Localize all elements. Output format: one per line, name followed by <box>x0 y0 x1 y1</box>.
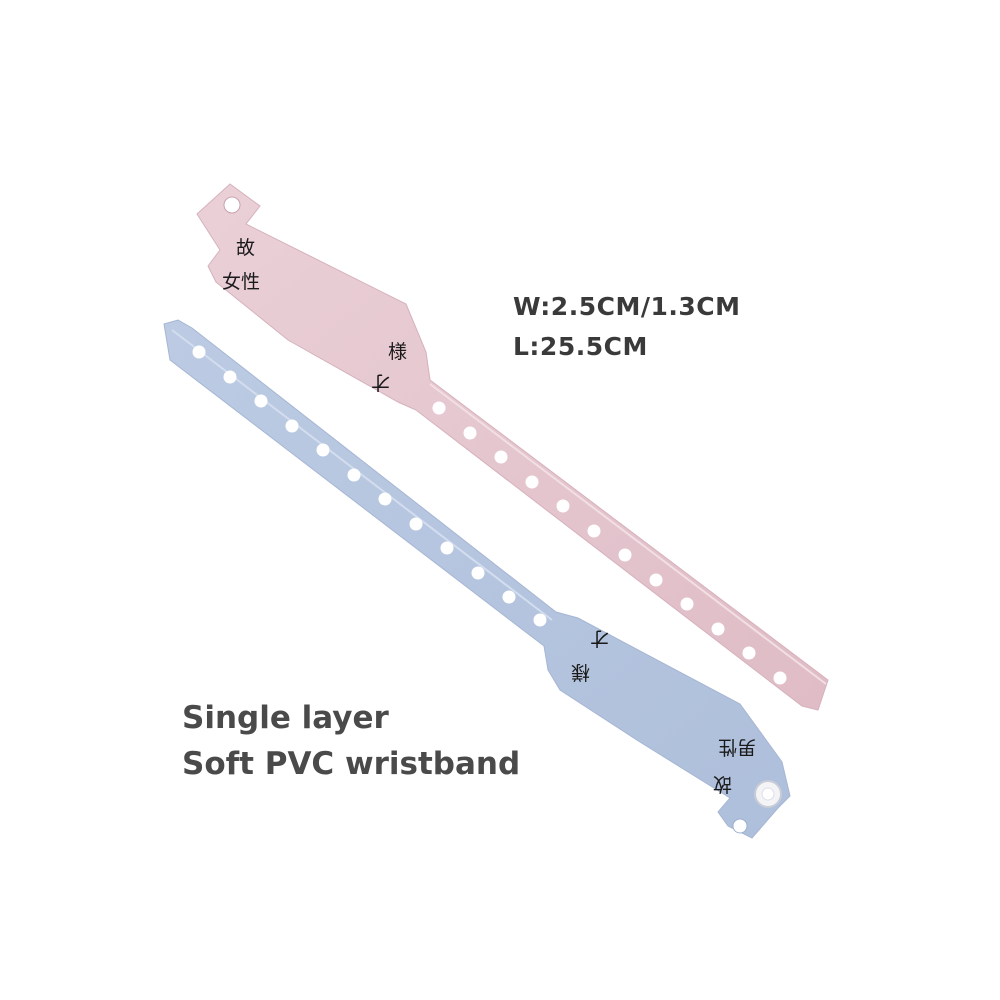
blue-text-1: 才 <box>590 627 609 649</box>
pink-wristband: 故 女性 様 才 <box>196 183 829 711</box>
blue-text-2: 様 <box>571 661 590 683</box>
blue-text-3: 男性 <box>718 736 756 758</box>
pink-text-4: 才 <box>371 371 390 393</box>
blue-wristband: 才 様 男性 故 <box>163 319 791 839</box>
description-line-1: Single layer <box>182 700 389 736</box>
blue-snap-center <box>761 787 775 801</box>
pink-text-2: 女性 <box>222 271 260 293</box>
blue-text-4: 故 <box>713 773 732 795</box>
pink-text-3: 様 <box>388 341 407 363</box>
blue-strap-holes <box>192 345 547 627</box>
pink-strap-highlight <box>429 383 827 685</box>
description-line-2: Soft PVC wristband <box>182 746 521 782</box>
length-spec: L:25.5CM <box>513 332 648 361</box>
width-spec: W:2.5CM/1.3CM <box>513 292 741 321</box>
blue-tab-hole <box>732 818 748 834</box>
pink-text-1: 故 <box>236 237 255 259</box>
pink-tab-hole <box>223 196 241 214</box>
pink-strap-holes <box>432 401 787 685</box>
